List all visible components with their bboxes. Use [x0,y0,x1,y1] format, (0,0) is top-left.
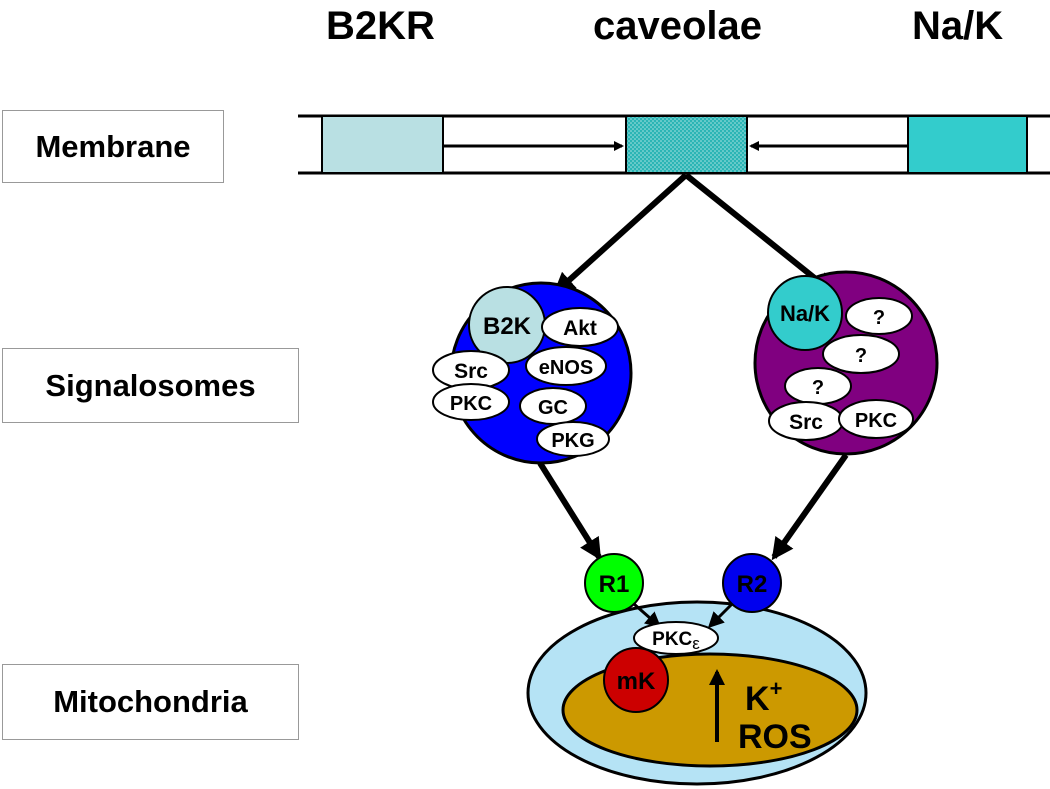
mk-channel [603,647,669,713]
pkc-epsilon-label: PKCε [652,629,700,653]
left-to-r1-arrow [537,461,602,561]
mk-label: mK [617,668,656,695]
pkg-node [536,421,610,457]
k-base: K [745,680,770,718]
akt-node [541,307,619,347]
membrane-section-label: Membrane [2,110,224,183]
enos-label: eNOS [539,357,593,379]
pkc-epsilon-base: PKC [652,629,692,650]
nak-membrane-box [907,115,1028,174]
nak-receptor [767,275,843,351]
ros-label: ROS [738,718,812,756]
b2kr-membrane-box [321,115,444,174]
unknown-node-1 [845,297,913,335]
enos-node [525,346,607,386]
r1-node [584,553,644,613]
right-to-r2-arrow [771,453,849,561]
pkc-epsilon-node [633,621,719,655]
nak-receptor-label: Na/K [780,301,830,326]
unknown-node-2 [822,334,900,374]
caveolae-membrane-box [625,115,748,174]
b2k-label: B2K [483,313,532,340]
akt-label: Akt [563,317,597,340]
caveolae-to-left-arrow [553,172,689,295]
pkc-epsilon-sub: ε [692,634,700,653]
b2kr-label: B2KR [326,4,435,48]
unknown-label-1: ? [873,307,885,329]
r2-label: R2 [737,571,768,598]
pkc-node-left [432,383,510,421]
mitochondria-section-label: Mitochondria [2,664,299,740]
r1-label: R1 [599,571,630,598]
r2-node [722,553,782,613]
r1-to-pkc-arrow [633,602,662,628]
pkc-label-left: PKC [450,393,492,415]
pkc-label-right: PKC [855,410,897,432]
src-label-right: Src [789,411,823,434]
caveolae-label: caveolae [593,4,763,48]
k-plus-label: K+ [745,676,782,718]
src-label-left: Src [454,360,488,383]
pkg-label: PKG [551,430,594,452]
unknown-label-2: ? [855,345,867,367]
gc-label: GC [538,397,568,419]
pkc-node-right [838,399,914,439]
caveolae-to-right-arrow [684,172,836,295]
unknown-label-3: ? [812,377,824,399]
signalosomes-section-label: Signalosomes [2,348,299,423]
r2-to-pkc-arrow [707,602,734,629]
k-sup: + [770,676,783,701]
nak-label: Na/K [912,4,1004,48]
